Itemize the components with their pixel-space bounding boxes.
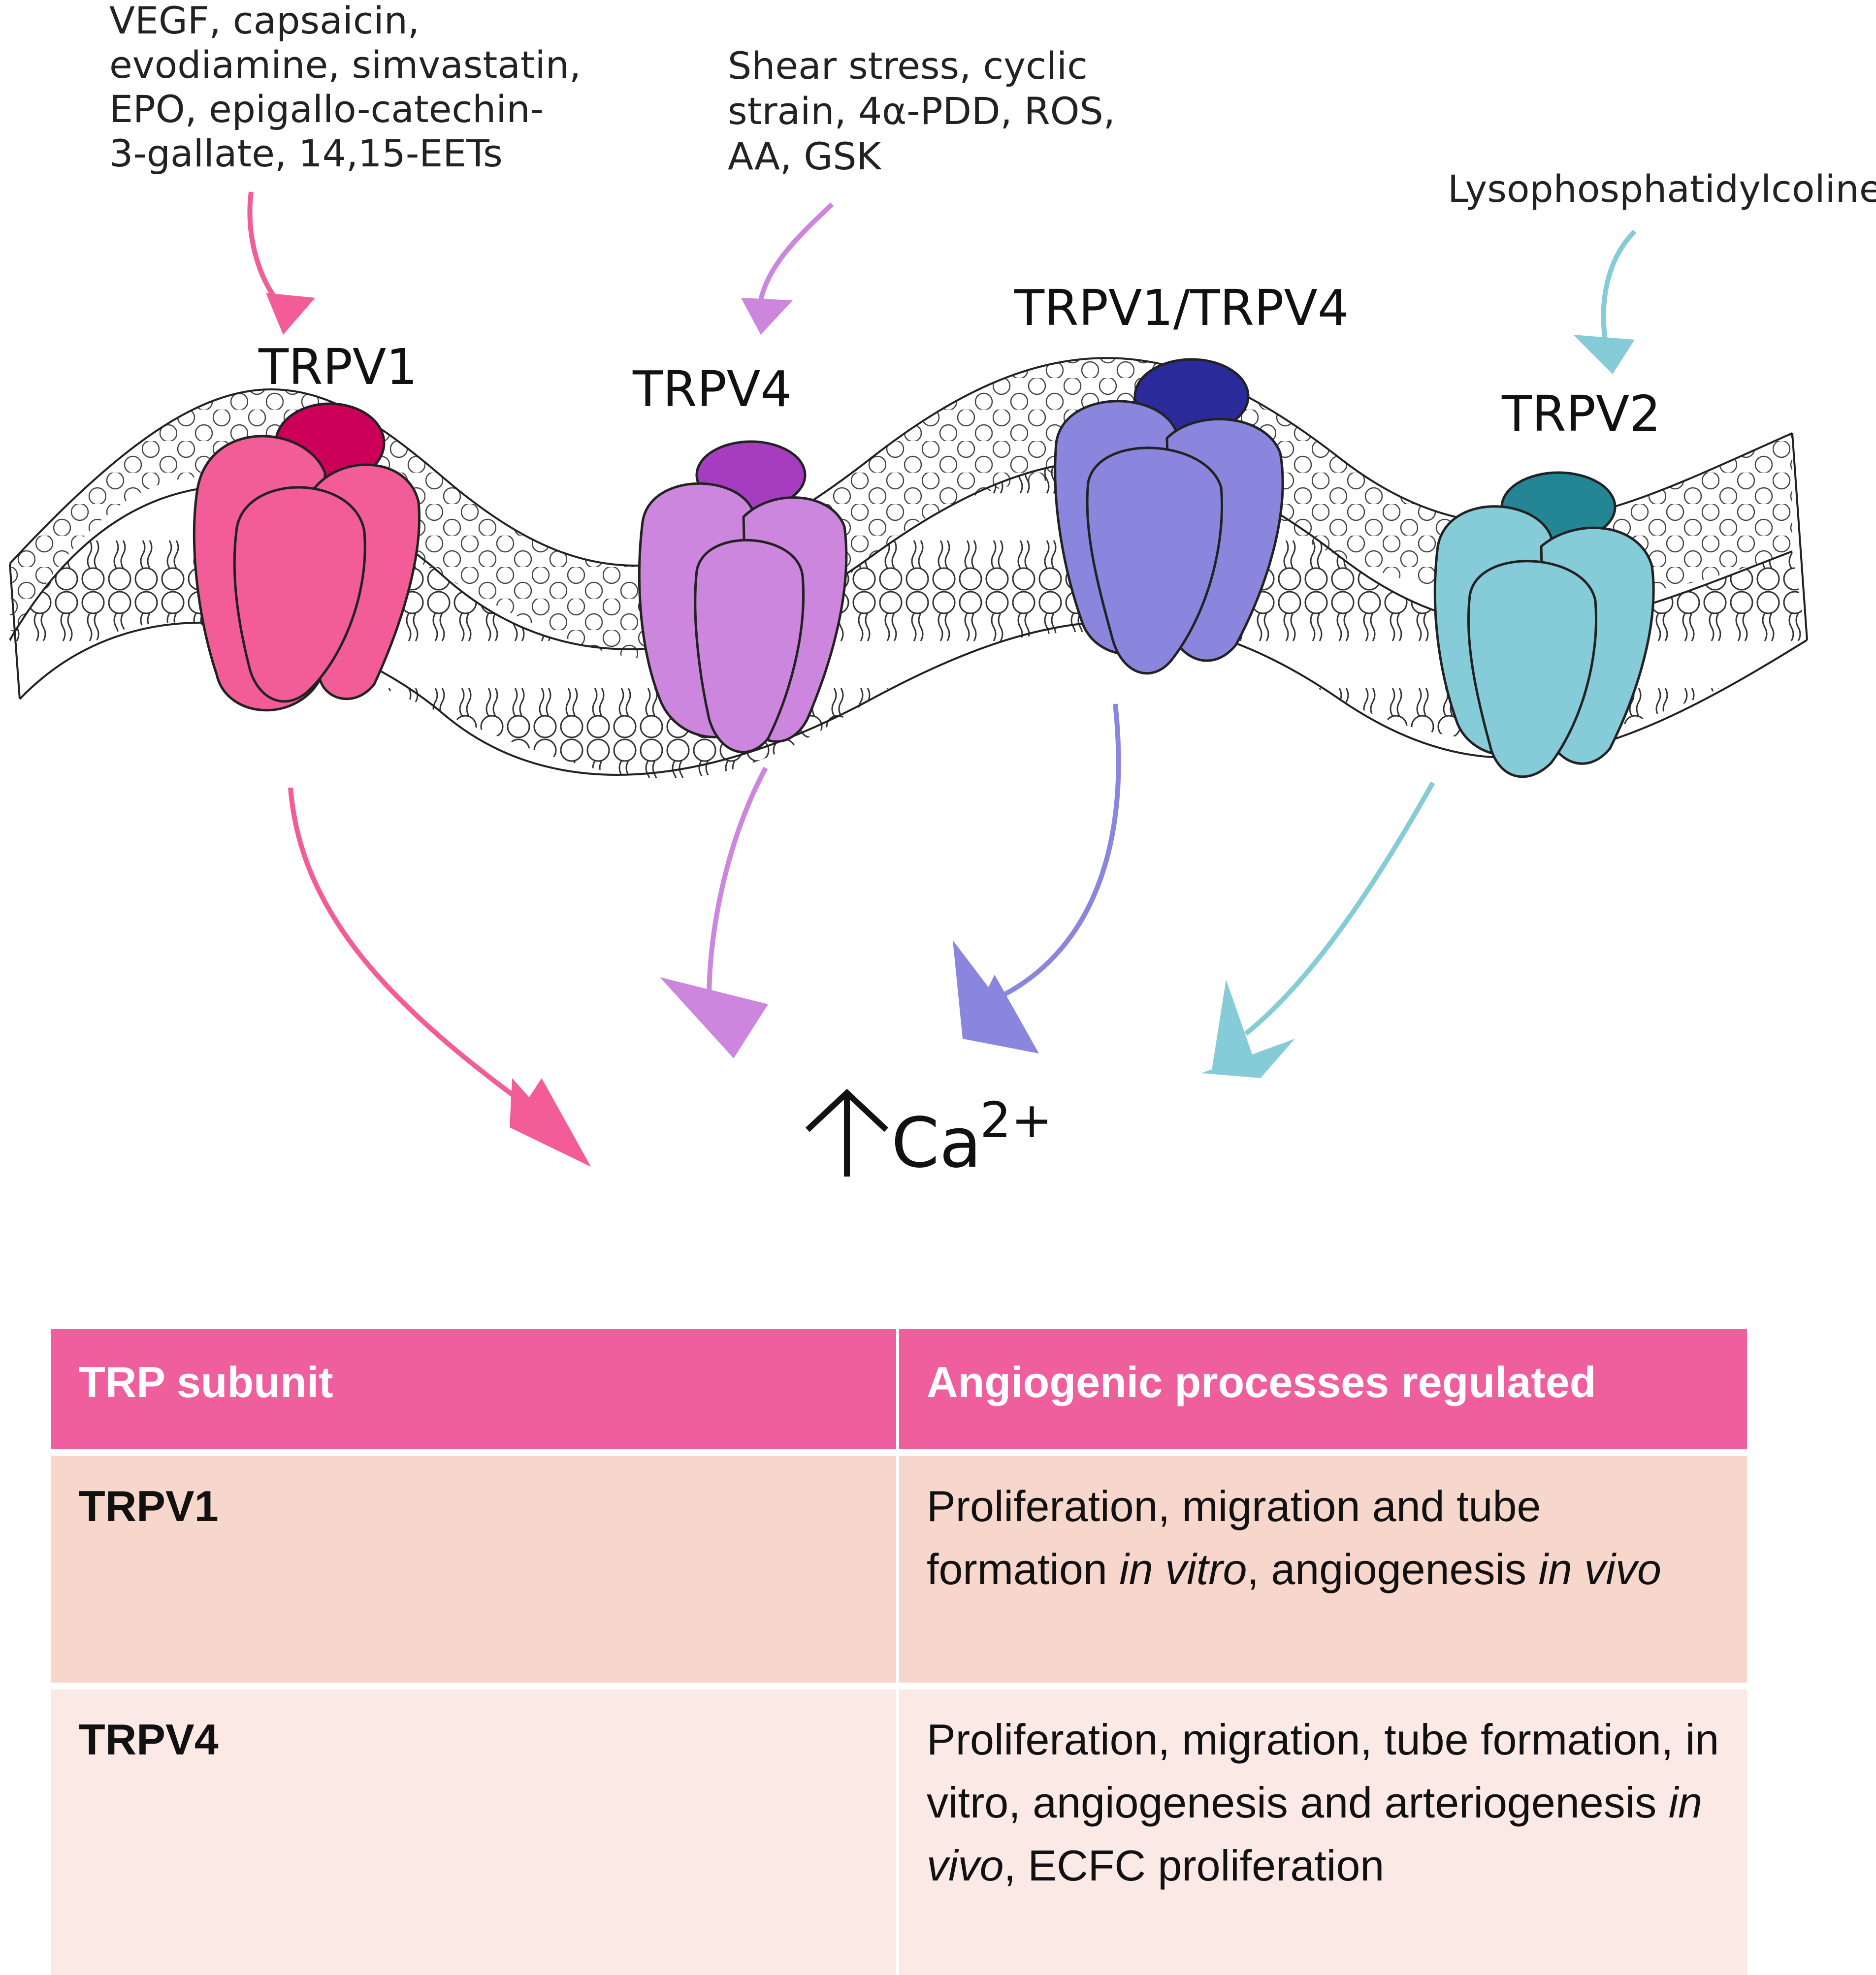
row-subunit: TRPV1: [51, 1456, 899, 1683]
label-trpv2: TRPV2: [1501, 385, 1661, 443]
label-trpv1: TRPV1: [258, 338, 418, 396]
row-processes: Proliferation, migration, tube formation…: [899, 1689, 1747, 1975]
trpv4-channel: [638, 440, 848, 754]
ca-arrow-trpv1-trpv4: [953, 703, 1121, 1053]
stimuli-trpv4: Shear stress, cyclic strain, 4α-PDD, ROS…: [728, 44, 1127, 178]
stimulus-line: VEGF, capsaicin,: [109, 0, 420, 42]
row-processes: Proliferation, migration and tube format…: [899, 1456, 1747, 1683]
table-header-row: TRP subunit Angiogenic processes regulat…: [51, 1329, 1747, 1449]
process-text: , ECFC proliferation: [1003, 1841, 1385, 1890]
calcium-charge: 2+: [980, 1091, 1052, 1149]
trpv1-channel: [193, 402, 421, 712]
stimulus-arrow-trpv1: [247, 191, 315, 335]
table-row: TRPV1 Proliferation, migration and tube …: [51, 1456, 1747, 1683]
process-text-italic: in vivo: [1538, 1545, 1661, 1593]
ca-arrow-trpv4: [660, 766, 768, 1058]
process-text: Proliferation, migration and tube format…: [927, 1482, 1541, 1593]
header-processes: Angiogenic processes regulated: [899, 1329, 1747, 1449]
process-text: Proliferation, migration, tube formation…: [927, 1715, 1719, 1827]
calcium-ion: Ca: [891, 1103, 982, 1183]
stimuli-trpv2: Lysophosphatidylcoline: [1448, 167, 1876, 211]
row-subunit: TRPV4: [51, 1689, 899, 1975]
table-row: TRPV4 Proliferation, migration, tube for…: [51, 1689, 1747, 1975]
trpv1-trpv4-channel: [1054, 358, 1284, 675]
stimulus-arrow-trpv2: [1573, 229, 1637, 374]
stimulus-line: Lysophosphatidylcoline: [1448, 167, 1876, 211]
ca-arrow-trpv1: [288, 787, 591, 1167]
ca-arrow-trpv2: [1201, 781, 1435, 1078]
trpv2-channel: [1433, 471, 1655, 778]
process-text-italic: in vivo: [927, 1778, 1703, 1890]
stimulus-line: EPO, epigallo-catechin-: [109, 87, 544, 131]
label-trpv4: TRPV4: [632, 360, 792, 418]
stimulus-arrow-trpv4: [741, 202, 834, 335]
stimuli-trpv1: VEGF, capsaicin, evodiamine, simvastatin…: [109, 0, 593, 175]
stimulus-line: 3-gallate, 14,15-EETs: [109, 131, 503, 175]
stimulus-line: evodiamine, simvastatin,: [109, 43, 581, 87]
process-text: , angiogenesis: [1247, 1545, 1539, 1593]
angiogenesis-table: TRP subunit Angiogenic processes regulat…: [51, 1329, 1747, 1975]
stimulus-line: Shear stress, cyclic: [728, 44, 1088, 88]
calcium-increase: Ca 2+: [805, 1088, 1052, 1183]
label-trpv1-trpv4: TRPV1/TRPV4: [1014, 279, 1349, 337]
header-subunit: TRP subunit: [51, 1329, 899, 1449]
process-text-italic: in vitro: [1119, 1545, 1247, 1593]
stimulus-line: strain, 4α-PDD, ROS,: [728, 89, 1115, 133]
stimulus-line: AA, GSK: [728, 134, 882, 178]
